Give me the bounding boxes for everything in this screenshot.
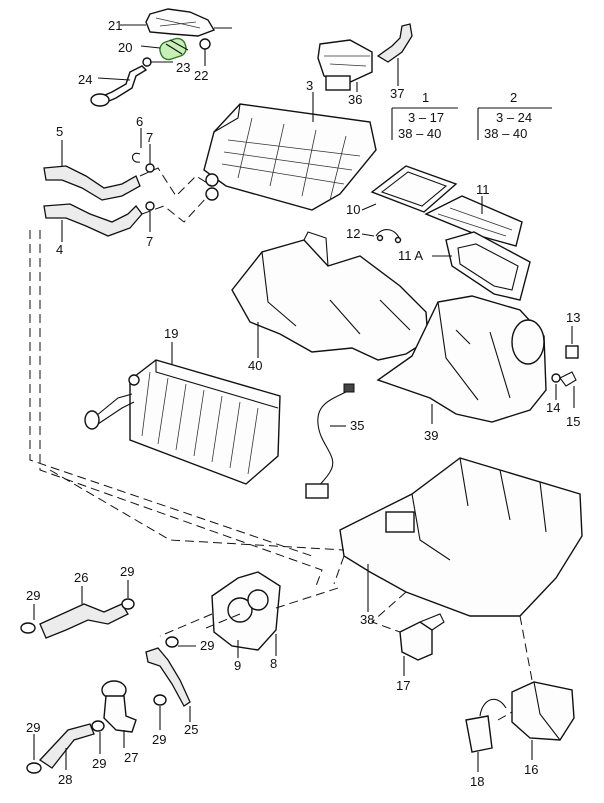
callout-28: 28 [58,772,72,787]
callout-29e: 29 [26,720,40,735]
callout-6: 6 [136,114,143,129]
callout-20: 20 [118,40,132,55]
callout-22: 22 [194,68,208,83]
part-21-cover [145,8,232,37]
kit-2-row-2: 38 – 40 [484,126,527,141]
callout-3: 3 [306,78,313,93]
callout-29b: 29 [120,564,134,579]
callout-18: 18 [470,774,484,789]
part-10-frame [361,165,458,213]
callout-4: 4 [56,242,63,257]
callout-29a: 29 [26,588,40,603]
callout-5: 5 [56,124,63,139]
part-13-sensor [565,326,579,359]
callout-9: 9 [234,658,241,673]
part-29-clamps [20,580,196,774]
part-24-pipe [90,65,148,107]
callout-15: 15 [566,414,580,429]
callout-11: 11 [476,182,490,197]
routing-lines [29,230,533,721]
part-18-switch [465,698,507,772]
callout-29f: 29 [92,756,106,771]
kit-1 [391,107,458,140]
part-7-clamps [145,144,155,232]
callout-26: 26 [74,570,88,585]
callout-19: 19 [164,326,178,341]
part-28-hose [39,723,95,770]
callout-36: 36 [348,92,362,107]
kit-1-row-2: 38 – 40 [398,126,441,141]
callout-23: 23 [176,60,190,75]
part-25-hose [145,647,191,722]
evaporator-pipes [84,374,140,430]
part-26-hose [39,586,129,639]
callout-35: 35 [350,418,364,433]
part-35-cable [305,383,355,499]
callout-21: 21 [108,18,122,33]
kit-2-table: 2 3 – 24 38 – 40 [484,90,532,141]
part-3-heater-core [203,92,377,211]
callout-16: 16 [524,762,538,777]
part-8-9-flange [211,571,281,658]
callout-29d: 29 [152,732,166,747]
part-5-hose [43,140,141,201]
kit-2 [477,107,552,140]
part-20-valve [140,37,211,67]
part-38-housing [339,457,583,617]
kit-1-table: 1 3 – 17 38 – 40 [398,90,444,141]
callout-29c: 29 [200,638,214,653]
kit-2-row-1: 3 – 24 [496,110,532,125]
callout-7a: 7 [146,130,153,145]
part-16-blower-motor [511,681,575,760]
callout-7b: 7 [146,234,153,249]
callout-17: 17 [396,678,410,693]
callout-24: 24 [78,72,92,87]
kit-1-row-1: 3 – 17 [408,110,444,125]
callout-10: 10 [346,202,360,217]
callout-27: 27 [124,750,138,765]
callout-13: 13 [566,310,580,325]
part-17-connector [399,613,445,676]
part-39-housing [376,295,547,424]
part-4-hose [43,203,143,242]
part-36-pump [317,39,373,92]
part-14-15-connectors [551,371,577,408]
part-19-evaporator [129,342,281,485]
part-12-clip [361,229,402,244]
kit-2-title: 2 [510,90,517,105]
callout-25: 25 [184,722,198,737]
callout-12: 12 [346,226,360,241]
part-6-clip [131,128,142,163]
part-11a-frame [432,231,531,301]
callout-39: 39 [424,428,438,443]
callout-labels: 21 20 23 22 24 36 37 3 5 6 7 7 4 10 11 1… [26,18,580,789]
kit-1-title: 1 [422,90,429,105]
callout-37: 37 [390,86,404,101]
callout-38: 38 [360,612,374,627]
part-37-hose [376,23,413,86]
callout-14: 14 [546,400,560,415]
part-27-valve [101,680,137,748]
callout-11a: 11 A [398,248,423,263]
callout-8: 8 [270,656,277,671]
callout-40: 40 [248,358,262,373]
